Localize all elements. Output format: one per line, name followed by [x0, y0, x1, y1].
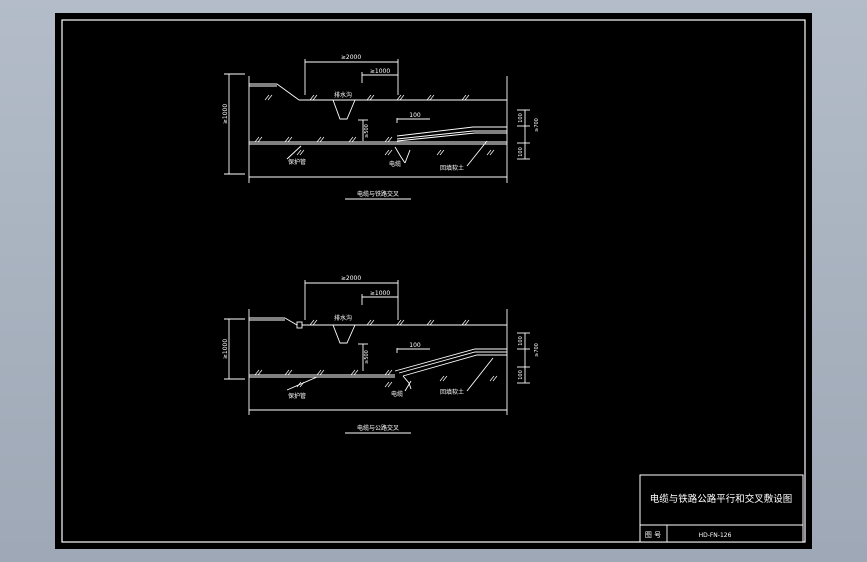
dim-depth: ≥500 [364, 124, 370, 138]
caption-highway: 电缆与公路交叉 [357, 424, 399, 432]
dim-cover: ≥700 [534, 343, 540, 357]
top-view-labels: ≥2000 ≥1000 ≥1000 ≥500 100 100 ≥700 100 … [222, 54, 540, 198]
label-pipe: 保护管 [288, 158, 306, 166]
dim-depth: ≥500 [364, 350, 370, 364]
label-soil: 回填软土 [440, 388, 464, 396]
drawing-sheet: ≥2000 ≥1000 ≥1000 ≥500 100 100 ≥700 100 … [55, 13, 812, 549]
dim-cover: ≥700 [534, 118, 540, 132]
label-soil: 回填软土 [440, 164, 464, 172]
dim-height: ≥1000 [222, 104, 229, 124]
bottom-view-labels: ≥2000 ≥1000 ≥1000 ≥500 100 100 ≥700 100 … [222, 275, 540, 432]
label-ditch: 排水沟 [334, 91, 352, 99]
top-section-view [224, 59, 530, 200]
label-cable: 电缆 [389, 160, 401, 168]
dim-offset: ≥1000 [370, 290, 390, 297]
title-block: 电缆与铁路公路平行和交叉敷设图 图 号 HD-FN-126 [639, 474, 804, 543]
title-block-label: 图 号 [645, 531, 661, 539]
dim-top: 100 [518, 113, 524, 123]
dim-height: ≥1000 [222, 339, 229, 359]
label-ditch: 排水沟 [334, 314, 352, 322]
top-view-hatching [254, 94, 495, 156]
drawing-frame [61, 19, 806, 543]
title-block-title: 电缆与铁路公路平行和交叉敷设图 [650, 493, 793, 505]
label-cable: 电缆 [391, 390, 403, 398]
dim-width: ≥2000 [341, 54, 361, 61]
dim-pipe: 100 [409, 112, 421, 119]
dim-pipe: 100 [409, 342, 421, 349]
label-pipe: 保护管 [288, 392, 306, 400]
dim-bottom: 100 [518, 147, 524, 157]
dim-width: ≥2000 [341, 275, 361, 282]
bottom-section-view [224, 280, 530, 434]
title-block-number: HD-FN-126 [699, 532, 732, 539]
cad-drawing: ≥2000 ≥1000 ≥1000 ≥500 100 100 ≥700 100 … [61, 19, 806, 543]
dim-top: 100 [518, 336, 524, 346]
dim-offset: ≥1000 [370, 68, 390, 75]
caption-railway: 电缆与铁路交叉 [357, 190, 399, 198]
dim-bottom: 100 [518, 370, 524, 380]
